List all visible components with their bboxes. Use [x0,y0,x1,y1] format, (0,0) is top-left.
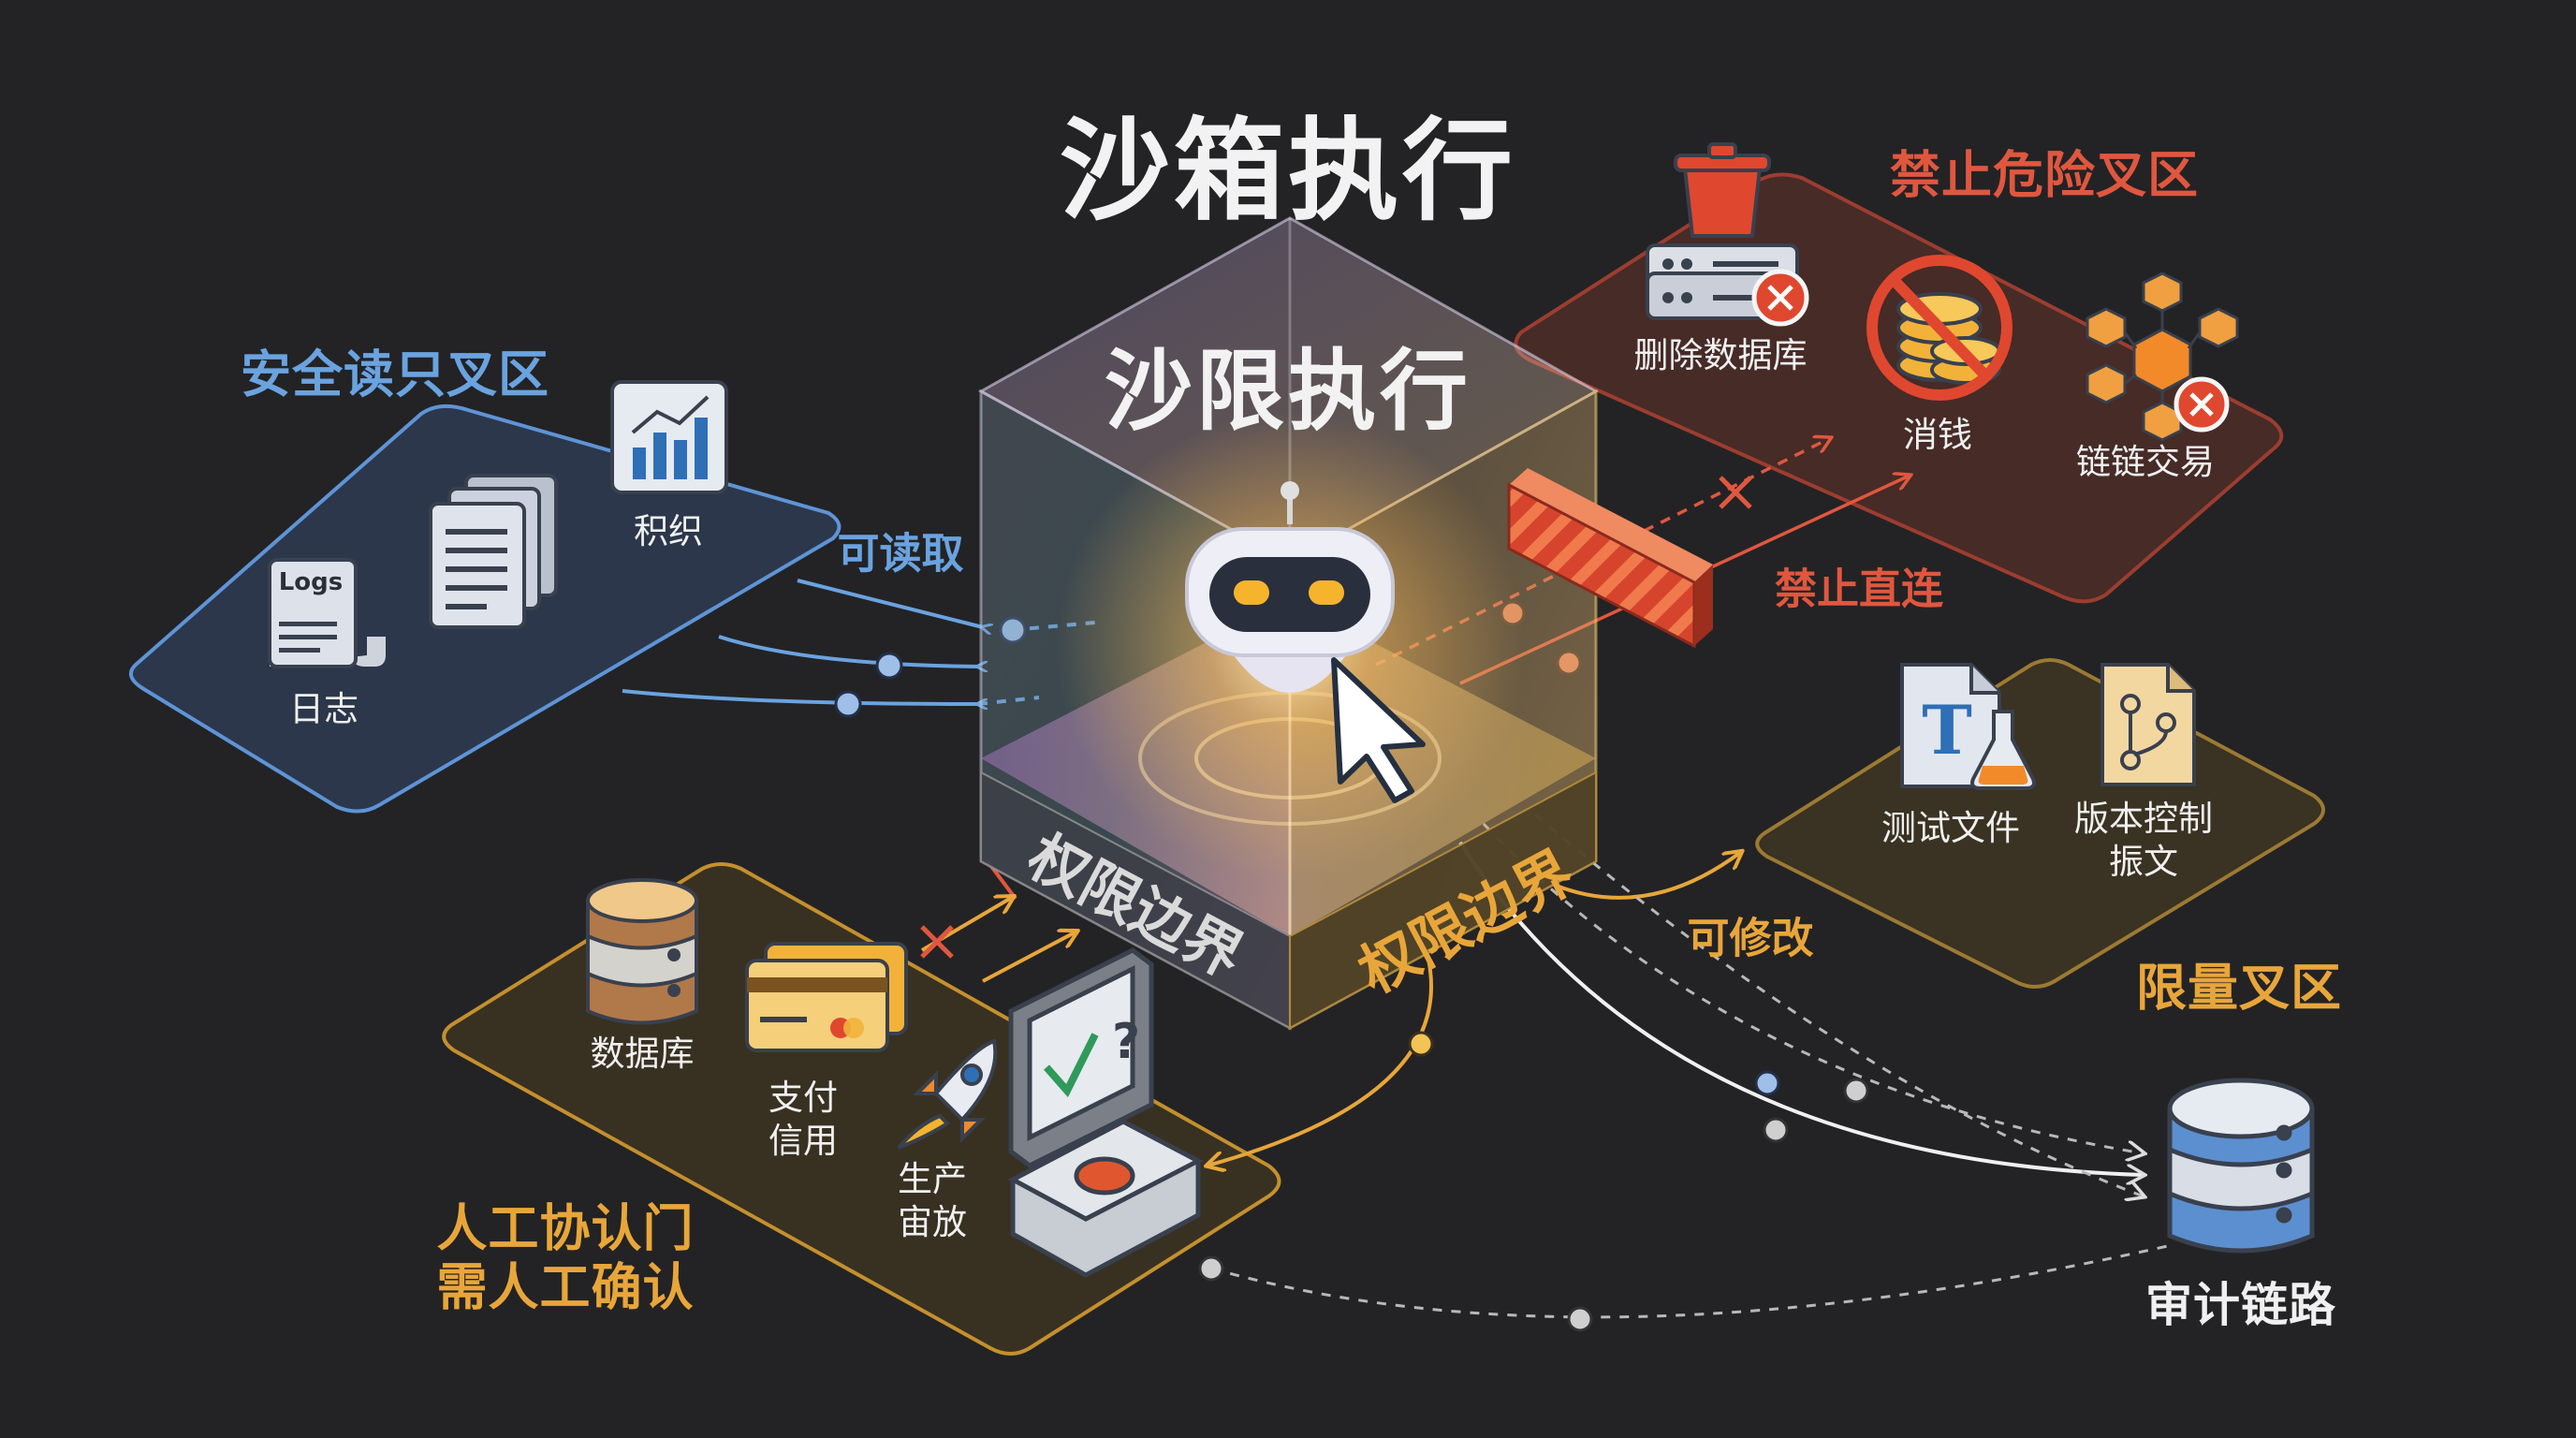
logs-icon: Logs [268,558,386,668]
read-flow-label: 可读取 [837,528,964,579]
svg-text:T: T [1922,690,1972,770]
test-file-label: 测试文件 [1881,807,2020,848]
logs-label: 日志 [289,688,359,729]
audit-database-icon [2167,1078,2315,1254]
credit-card-icon [745,942,908,1052]
blockchain-icon [2086,271,2239,442]
svg-text:?: ? [1112,1014,1140,1070]
test-file-icon: T [1900,663,2036,790]
cursor-icon [1331,657,1426,803]
git-file-icon [2100,663,2196,786]
robot-icon [1185,481,1395,693]
deploy-label-2: 宙放 [898,1201,967,1242]
human-arrows [920,859,1434,1166]
database-label: 数据库 [590,1033,695,1074]
page-title: 沙箱执行 [1059,106,1517,236]
no-coins-icon [1866,255,2012,401]
human-zone-title-2: 需人工确认 [436,1257,695,1317]
delete-db-label: 删除数据库 [1633,334,1808,375]
bar-chart-icon [610,380,728,494]
blocked-flow-label: 禁止直连 [1774,564,1944,614]
spend-label: 消钱 [1903,414,1972,455]
boundary-band-right [1289,770,1597,1030]
limited-zone-panel [1755,658,2325,989]
deploy-label-1: 生产 [898,1158,967,1199]
danger-zone-title: 禁止危险叉区 [1890,145,2199,205]
metrics-label: 积织 [634,510,703,551]
version-control-label-1: 版本控制 [2074,798,2213,839]
rocket-icon [897,1038,998,1150]
version-control-label-2: 振文 [2109,841,2178,882]
payment-label-2: 信用 [768,1120,838,1161]
document-stack-icon [429,474,558,629]
modify-flow-label: 可修改 [1687,913,1814,963]
audit-lines [1198,813,2173,1332]
database-icon [586,878,698,1025]
payment-label-1: 支付 [768,1077,838,1118]
safe-zone-title: 安全读只叉区 [241,345,549,404]
chain-tx-label: 链链交易 [2076,441,2215,482]
barrier-icon [1507,468,1713,649]
cube-title: 沙限执行 [1104,341,1472,443]
logs-icon-text: Logs [279,568,344,596]
audit-label: 审计链路 [2145,1278,2336,1332]
modify-arrow [1553,852,1741,900]
limited-zone-title: 限量叉区 [2136,958,2342,1018]
trash-server-icon [1646,142,1809,327]
human-zone-title-1: 人工协认门 [436,1198,695,1258]
approval-terminal-icon: ? [1007,947,1204,1278]
